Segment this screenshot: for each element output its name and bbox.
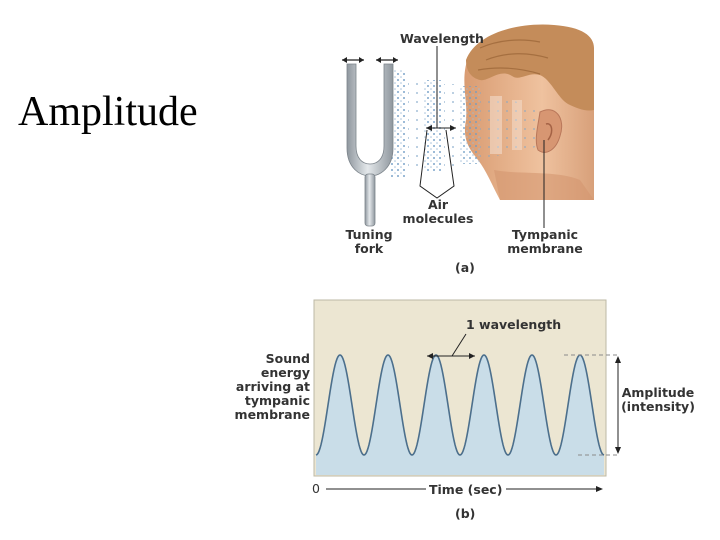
air-molecules-line-2: molecules [402,211,474,226]
wave-fill [316,355,604,475]
one-wavelength-label: 1 wavelength [466,317,562,332]
plot-background [313,299,607,477]
wavelength-indicator [426,46,456,131]
tuning-fork-illustration [342,57,398,227]
time-axis-label: Time (sec) [429,482,503,497]
air-molecules-label: Air molecules [396,198,480,226]
slide-title: Amplitude [18,89,198,135]
sound-energy-line-4: tympanic [244,393,310,408]
tuning-fork-line-1: Tuning [345,227,393,242]
panel-a-label: (a) [455,260,475,275]
wavelength-label: Wavelength [400,31,484,46]
sound-energy-line-1: Sound [265,351,310,366]
air-molecules-line-1: Air [427,197,449,212]
tuning-fork-line-2: fork [354,241,384,256]
wave-line [315,354,605,456]
one-wavelength-marker [427,333,475,359]
panel-b-label: (b) [455,506,476,521]
amplitude-label: Amplitude (intensity) [618,386,698,414]
amplitude-marker [564,354,621,456]
tympanic-membrane-label: Tympanic membrane [502,228,588,256]
amplitude-line-1: Amplitude [621,385,695,400]
air-molecules-illustration [390,70,540,178]
sound-energy-line-3: arriving at [235,379,310,394]
air-molecules-pointer [419,129,455,199]
tuning-fork-label: Tuning fork [338,228,400,256]
sound-energy-line-5: membrane [234,407,310,422]
sound-energy-label: Sound energy arriving at tympanic membra… [226,352,310,422]
time-axis [326,486,603,492]
amplitude-line-2: (intensity) [621,399,695,414]
tympanic-line-2: membrane [507,241,583,256]
sound-energy-line-2: energy [260,365,310,380]
tympanic-line-1: Tympanic [511,227,579,242]
time-zero-label: 0 [312,481,320,496]
